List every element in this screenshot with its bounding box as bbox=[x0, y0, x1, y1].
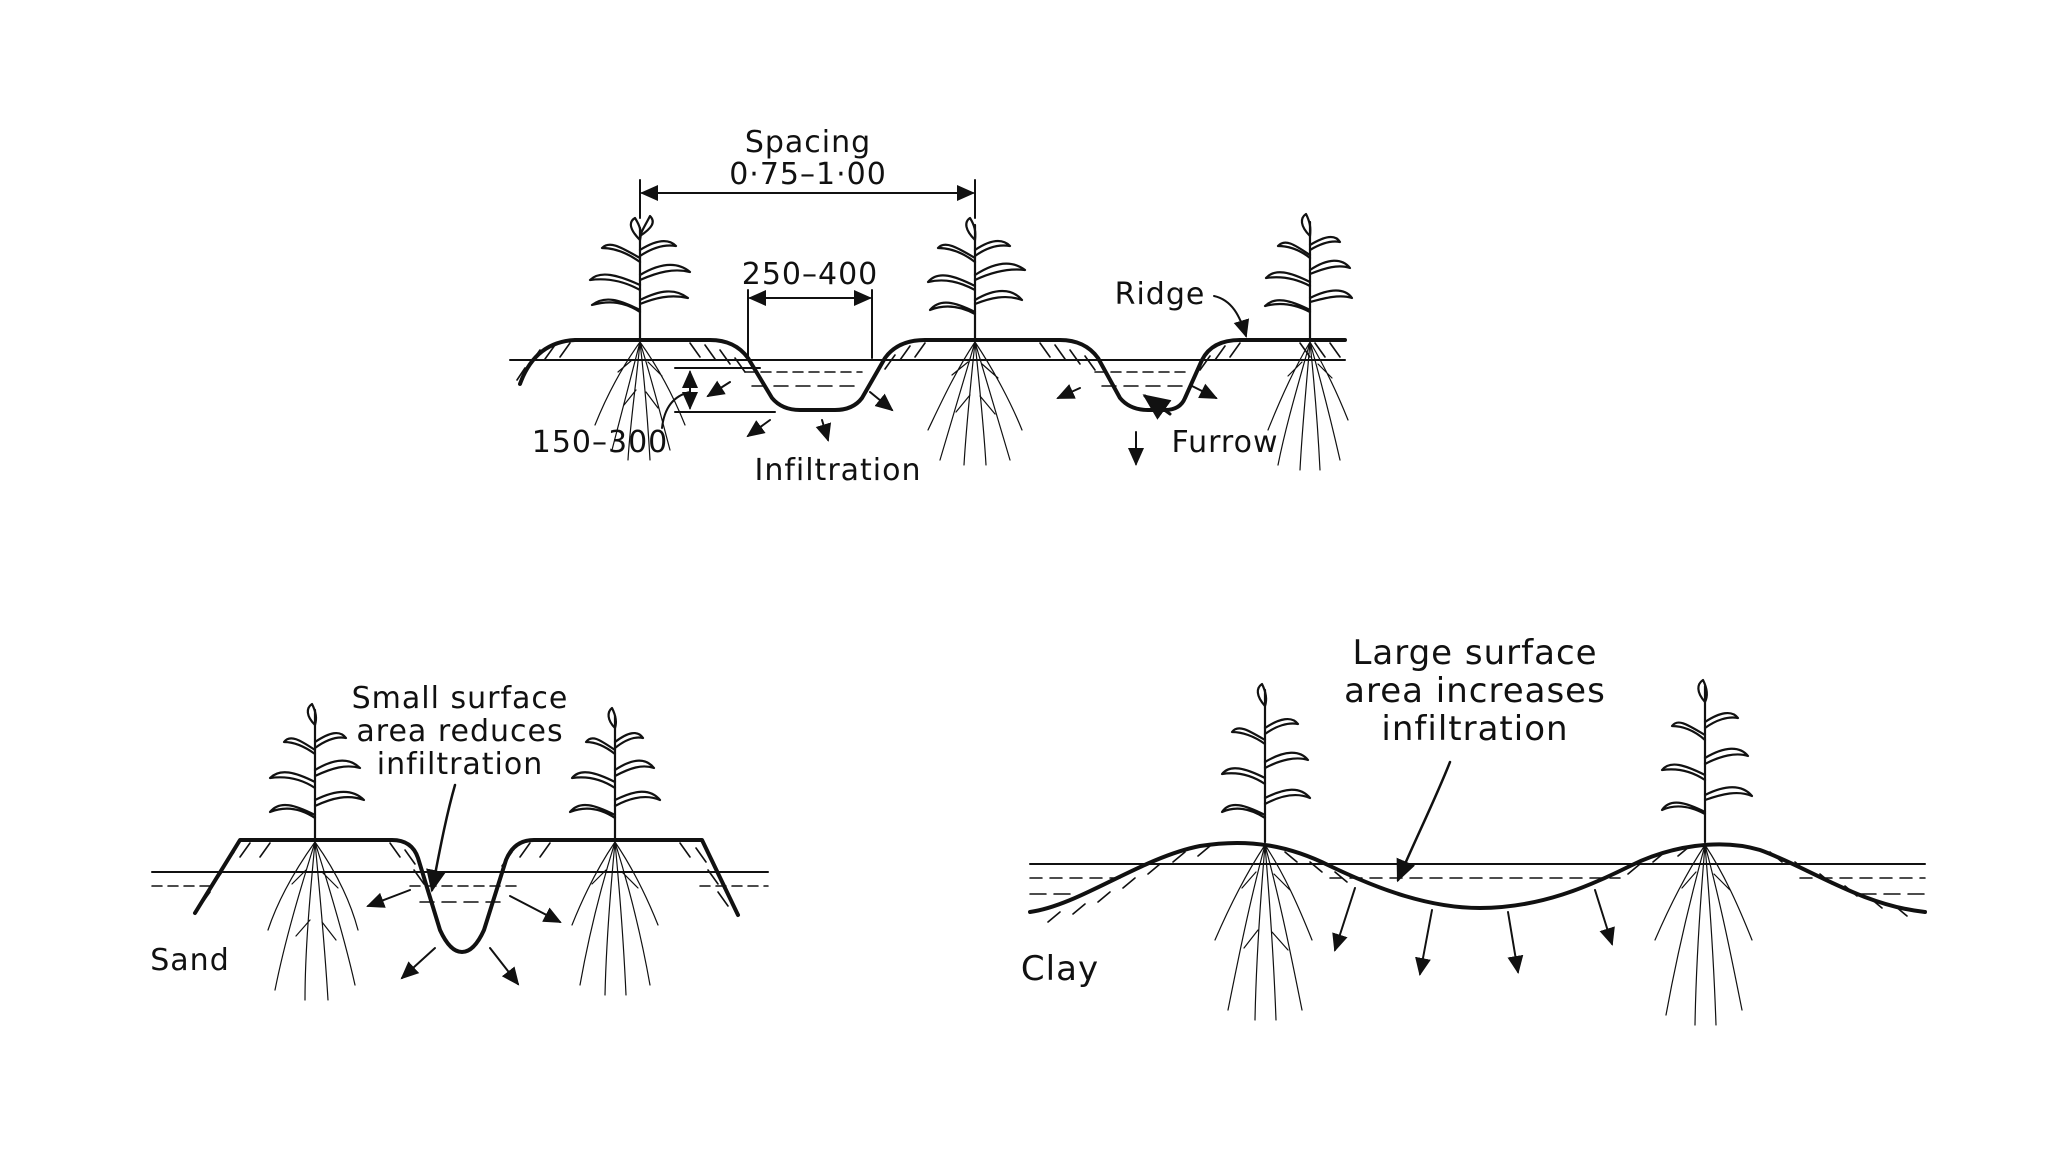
sand-soil-hatching bbox=[199, 842, 729, 907]
depth-label: 150–300 bbox=[532, 425, 669, 460]
furrow-leader bbox=[1142, 394, 1172, 420]
sand-note-line-1: Small surface bbox=[352, 681, 569, 716]
plant-3 bbox=[1263, 212, 1354, 342]
plant-2 bbox=[926, 216, 1027, 342]
sand-roots bbox=[267, 841, 659, 1001]
spacing-dimension bbox=[639, 179, 976, 219]
furrow-width-label: 250–400 bbox=[742, 257, 879, 292]
sand-note-line-3: infiltration bbox=[377, 747, 544, 782]
clay-plant-1 bbox=[1220, 682, 1312, 844]
clay-note-line-1: Large surface bbox=[1352, 633, 1597, 673]
sand-plant-2 bbox=[568, 706, 662, 842]
ridge-leader bbox=[1213, 295, 1250, 338]
clay-soil-hatching bbox=[1047, 845, 1908, 923]
furrow-width-dimension bbox=[747, 289, 873, 359]
plant-1 bbox=[588, 214, 692, 342]
top-infiltration-arrows bbox=[706, 380, 1218, 466]
depth-dimension bbox=[661, 367, 776, 429]
clay-plant-2 bbox=[1660, 678, 1754, 844]
sand-furrow-profile bbox=[193, 838, 740, 954]
furrow-label: Furrow bbox=[1171, 425, 1278, 460]
clay-infiltration-arrows bbox=[1332, 887, 1615, 976]
top-ridge-furrow-profile bbox=[518, 338, 1347, 412]
ridge-label: Ridge bbox=[1115, 277, 1206, 312]
clay-water-surface bbox=[1029, 863, 1926, 895]
clay-panel: Large surface area increases infiltratio… bbox=[1021, 633, 1927, 1026]
sand-note-line-2: area reduces bbox=[356, 714, 563, 749]
sand-panel: Small surface area reduces infiltration … bbox=[150, 681, 769, 1001]
spacing-label: Spacing bbox=[745, 125, 871, 160]
sand-label: Sand bbox=[150, 943, 229, 978]
clay-roots bbox=[1214, 844, 1753, 1026]
sand-note-leader bbox=[426, 783, 457, 893]
clay-note-line-2: area increases bbox=[1344, 671, 1606, 711]
sand-plant-1 bbox=[268, 702, 366, 842]
clay-note-line-3: infiltration bbox=[1381, 709, 1568, 749]
infiltration-label: Infiltration bbox=[754, 453, 921, 488]
top-furrow-panel: Spacing 0·75–1·00 250–400 150–300 Infilt… bbox=[509, 125, 1354, 488]
sand-infiltration-arrows bbox=[366, 889, 562, 986]
top-roots bbox=[594, 341, 1349, 471]
clay-note-leader bbox=[1396, 760, 1452, 883]
top-soil-hatching bbox=[516, 342, 1341, 381]
clay-label: Clay bbox=[1021, 949, 1099, 989]
sand-water-surface bbox=[151, 871, 769, 903]
clay-furrow-profile bbox=[1028, 840, 1927, 914]
spacing-value: 0·75–1·00 bbox=[729, 157, 887, 192]
